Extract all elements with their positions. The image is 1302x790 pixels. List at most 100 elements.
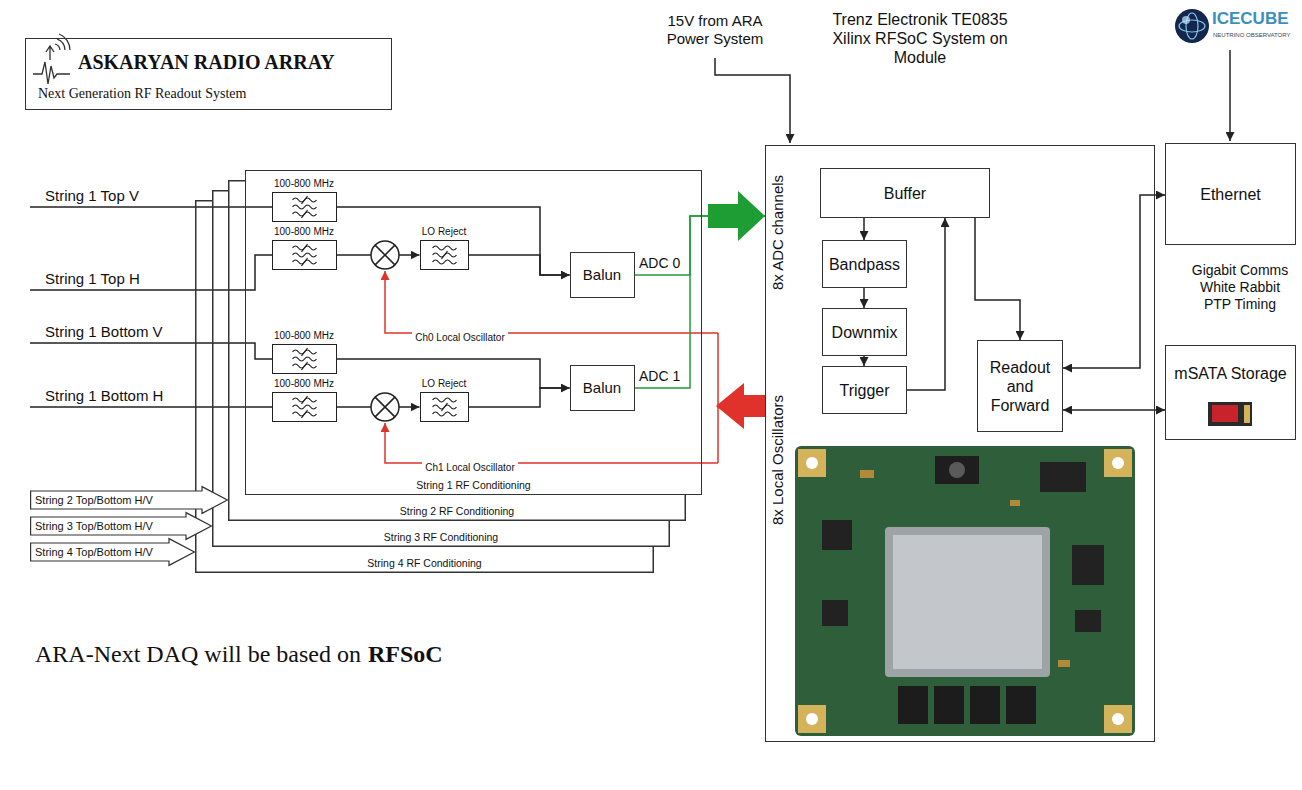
- filter-symbol: [272, 344, 337, 374]
- filter-wave: [292, 357, 316, 361]
- arrow-outline: [31, 513, 212, 540]
- filter-slash: [301, 210, 307, 218]
- node-text: 100-800 MHz: [272, 178, 337, 190]
- filter-symbol: [273, 345, 336, 373]
- filter-slash: [301, 244, 307, 252]
- caption-text: RFSoC: [368, 640, 443, 669]
- module-outline: [765, 145, 1155, 742]
- lo-reject-filter: LO Reject: [420, 378, 469, 422]
- filter-wave: [432, 398, 456, 402]
- bandpass-filter: 100-800 MHz: [272, 226, 337, 270]
- connector: [469, 255, 570, 275]
- label-anchor: 8x ADC channels: [769, 175, 787, 290]
- process-box: Readout and Forward: [977, 340, 1063, 432]
- local-oscillator-line: [717, 333, 719, 463]
- signal-name: Ch1 Local Oscillator: [422, 462, 517, 474]
- board-photo: [1058, 660, 1070, 667]
- caption-text: ARA-Next DAQ will be based on: [35, 640, 361, 669]
- filter-symbol: [272, 240, 337, 270]
- node-text: String 2 RF Conditioning: [400, 505, 514, 518]
- filter-symbol: [421, 393, 468, 421]
- signal-name: String 1 Bottom V: [45, 323, 163, 341]
- box-outline: [212, 190, 670, 547]
- board-photo: [1104, 449, 1132, 477]
- node-text: LO Reject: [420, 226, 469, 238]
- signal-name: String 1 Top V: [45, 187, 139, 205]
- filter-wave: [432, 246, 456, 250]
- antenna-icon: [33, 62, 70, 84]
- connector: [469, 388, 570, 407]
- node-text: Next Generation RF Readout System: [38, 85, 391, 102]
- mixer-symbol: [371, 393, 399, 421]
- filter-symbol: [420, 392, 469, 422]
- node-text: Readout and Forward: [983, 358, 1057, 415]
- power-leader: [715, 58, 790, 143]
- board-photo: [798, 705, 826, 733]
- antenna-icon: [33, 34, 70, 84]
- local-oscillator-line: [385, 271, 718, 333]
- node-text: Balun: [583, 379, 621, 397]
- node-text: 100-800 MHz: [272, 226, 337, 238]
- icecube-logo: [1175, 9, 1209, 43]
- label-anchor: ICECUBE: [1212, 9, 1289, 29]
- node-text: 100-800 MHz: [272, 378, 337, 390]
- filter-wave: [432, 260, 456, 264]
- node-text: String 2 Top/Bottom H/V: [30, 486, 228, 514]
- filter-slash: [441, 403, 447, 411]
- node-text: Balun: [583, 266, 621, 284]
- label-anchor: 15V from ARA Power System: [655, 12, 775, 48]
- bandpass-filter: 100-800 MHz: [272, 178, 337, 222]
- input-line: [30, 206, 272, 208]
- mixer-symbol: [371, 241, 399, 269]
- filter-symbol: [272, 192, 337, 222]
- title-box: ASKARYAN RADIO ARRAYNext Generation RF R…: [25, 38, 392, 110]
- connector: [863, 288, 865, 308]
- board-photo: [1104, 705, 1132, 733]
- lo-reject-filter: LO Reject: [420, 226, 469, 270]
- board-photo: [806, 457, 818, 469]
- connector: [907, 218, 945, 390]
- board-photo: [1040, 462, 1086, 492]
- mixer-symbol: [371, 241, 399, 269]
- rf-conditioning-box: String 3 RF Conditioning: [212, 190, 670, 547]
- input-line: [30, 343, 272, 359]
- arrow-outline: [31, 539, 195, 566]
- input-line: [30, 207, 272, 407]
- board-photo: [1075, 610, 1101, 632]
- label-anchor: String 1 Top H: [45, 270, 140, 288]
- ssd-picture: [1208, 402, 1252, 426]
- board-photo: [860, 470, 874, 478]
- node-text: String 4 RF Conditioning: [367, 557, 481, 570]
- connector: [337, 207, 570, 275]
- balun-box: Balun: [570, 252, 635, 298]
- ssd-picture: [1212, 405, 1238, 422]
- oscillator-block-arrow: [716, 383, 765, 429]
- adc-block-arrow: [708, 191, 765, 241]
- board-photo: [798, 449, 826, 477]
- box-outline: [229, 181, 686, 521]
- box-outline: [196, 201, 654, 573]
- filter-symbol: [421, 241, 468, 269]
- node-text: Trigger: [839, 381, 889, 400]
- board-photo: [1006, 686, 1036, 724]
- filter-symbol: [272, 392, 337, 422]
- node-text: Trenz Electronik TE0835 Xilinx RFSoC Sys…: [820, 10, 1020, 67]
- interface-box: Ethernet: [1165, 143, 1296, 245]
- node-text: String 4 Top/Bottom H/V: [30, 538, 195, 566]
- board-photo: [1072, 545, 1104, 585]
- label-anchor: String 1 Top V: [45, 187, 139, 205]
- channel-label: ADC 0: [638, 255, 681, 271]
- logo-text: ICECUBE: [1212, 9, 1289, 29]
- signal-name: String 1 Top H: [45, 270, 140, 288]
- board-photo: [893, 535, 1042, 669]
- board-photo: [1112, 713, 1124, 725]
- board-photo: [822, 520, 852, 550]
- ssd-picture: [1244, 405, 1250, 423]
- logo-text: NEUTRINO OBSERVATORY: [1213, 31, 1290, 39]
- antenna-icon: [46, 46, 54, 60]
- connector: [1063, 409, 1165, 411]
- node-text: String 3 RF Conditioning: [384, 531, 498, 544]
- filter-wave: [292, 405, 316, 409]
- connector: [635, 216, 766, 388]
